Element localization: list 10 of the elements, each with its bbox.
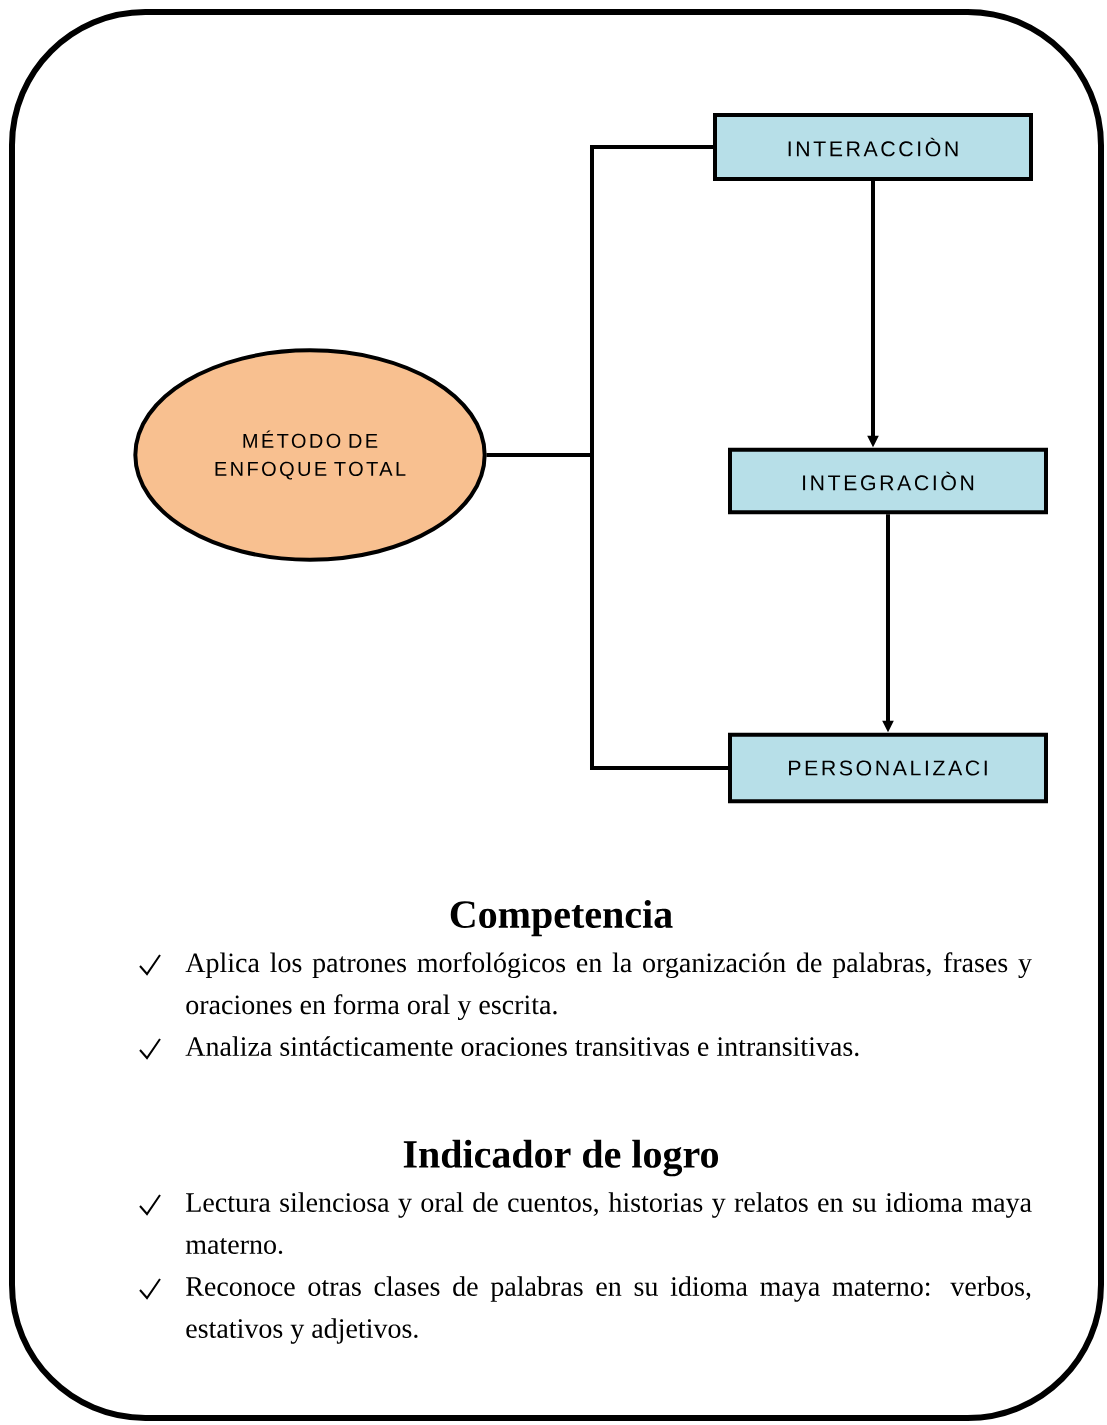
bullet-text: Aplica los patrones morfológicos en la organización de palabras, frases y oraciones en forma oral y escrita. (185, 952, 1032, 1021)
section-heading: Competencia (450, 899, 673, 937)
connector (486, 453, 728, 770)
bullet-text: Lectura silenciosa y oral de cuentos, historias y relatos en su idioma maya materno. (185, 1192, 1032, 1255)
section-heading: Indicador de logro (403, 1139, 718, 1177)
stage-box: INTEGRACIÒN (728, 447, 1048, 515)
stage-box: PERSONALIZACI (728, 732, 1048, 804)
bullet-text: Reconoce otras clases de palabras en su idioma maya materno: verbos, estativos y adjetivos. (186, 1276, 1031, 1344)
bullet-text: Analiza sintácticamente oraciones transitivas e intransitivas. (185, 1036, 859, 1057)
stage-box: INTERACCIÒN (713, 113, 1033, 181)
